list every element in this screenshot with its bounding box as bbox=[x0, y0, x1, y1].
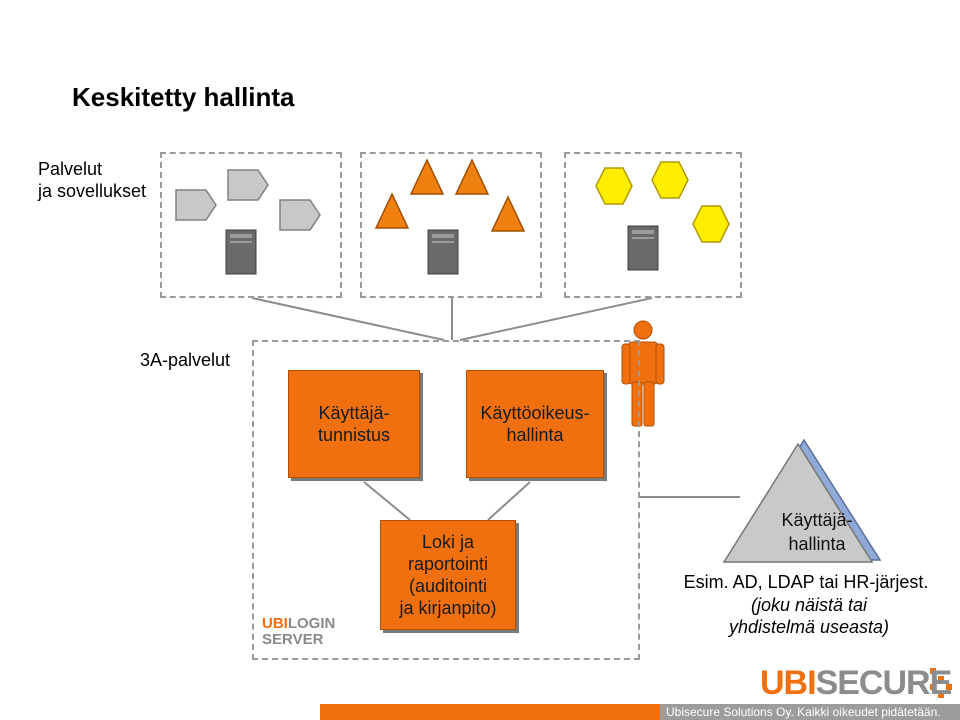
server-icons bbox=[225, 225, 659, 275]
server-icon bbox=[427, 229, 459, 275]
service-arrow-icon bbox=[175, 189, 217, 221]
service-arrow-icon bbox=[279, 199, 321, 231]
service-group-2 bbox=[360, 152, 542, 298]
logging-reporting-label: Loki ja raportointi (auditointi ja kirja… bbox=[399, 532, 497, 618]
page-title: Keskitetty hallinta bbox=[72, 82, 295, 112]
service-arrow-icon bbox=[227, 169, 269, 201]
services-label-line1: Palvelut bbox=[38, 159, 103, 179]
hexagon-icon bbox=[651, 161, 689, 199]
ubisecure-logo-secure: SECURE bbox=[815, 664, 953, 702]
hexagon-icon bbox=[595, 167, 633, 205]
user-management-label-line1: Käyttäjä- bbox=[781, 510, 853, 530]
aaa-services-label: 3A-palvelut bbox=[139, 350, 230, 370]
footer-copyright: Ubisecure Solutions Oy. Kaikki oikeudet … bbox=[666, 705, 941, 719]
user-management-triangle bbox=[722, 438, 882, 563]
user-authentication-label: Käyttäjä- tunnistus bbox=[317, 403, 391, 445]
footer-url[interactable]: www.ubisecure.com bbox=[452, 705, 559, 719]
triangle-icon bbox=[490, 195, 526, 232]
footer-bar bbox=[0, 704, 960, 720]
triangle-icon bbox=[374, 192, 410, 229]
services-label: Palvelut ja sovellukset bbox=[38, 158, 146, 202]
access-management-box: Käyttöoikeus- hallinta bbox=[466, 370, 604, 478]
triangle-icon bbox=[409, 158, 445, 195]
grey-service-icons bbox=[175, 169, 321, 231]
user-management-label: Käyttäjä- hallinta bbox=[742, 508, 892, 556]
service-group-1 bbox=[160, 152, 342, 298]
server-icon bbox=[225, 229, 257, 275]
ubisecure-dots-icon bbox=[930, 668, 952, 698]
user-authentication-box: Käyttäjä- tunnistus bbox=[288, 370, 420, 478]
service-group-3 bbox=[564, 152, 742, 298]
ubilogin-logo-server: SERVER bbox=[262, 631, 324, 648]
example-note: (joku näistä tai yhdistelmä useasta) bbox=[700, 594, 918, 638]
ubilogin-logo-login: LOGIN bbox=[287, 615, 336, 632]
example-note-line1: (joku näistä tai bbox=[750, 595, 868, 615]
triangle-icon bbox=[454, 158, 490, 195]
aaa-services-box bbox=[252, 340, 640, 660]
ubisecure-logo-ubi: UBI bbox=[760, 664, 817, 702]
example-directory-text: Esim. AD, LDAP tai HR-järjest. bbox=[683, 572, 929, 592]
access-management-label: Käyttöoikeus- hallinta bbox=[480, 403, 590, 445]
logging-reporting-box: Loki ja raportointi (auditointi ja kirja… bbox=[380, 520, 516, 630]
server-icon bbox=[627, 225, 659, 271]
person-icon bbox=[621, 320, 665, 427]
ubisecure-logo: UBISECURE bbox=[760, 664, 953, 703]
yellow-hexagon-icons bbox=[595, 161, 730, 243]
example-note-line2: yhdistelmä useasta) bbox=[728, 617, 890, 637]
ubilogin-logo-ubi: UBI bbox=[262, 615, 288, 632]
ubilogin-server-logo: UBILOGIN SERVER bbox=[262, 616, 335, 648]
hexagon-icon bbox=[692, 205, 730, 243]
user-management-label-line2: hallinta bbox=[788, 534, 846, 554]
connector-lines bbox=[251, 297, 740, 521]
services-label-line2: ja sovellukset bbox=[38, 181, 147, 201]
orange-triangle-icons bbox=[374, 158, 526, 232]
